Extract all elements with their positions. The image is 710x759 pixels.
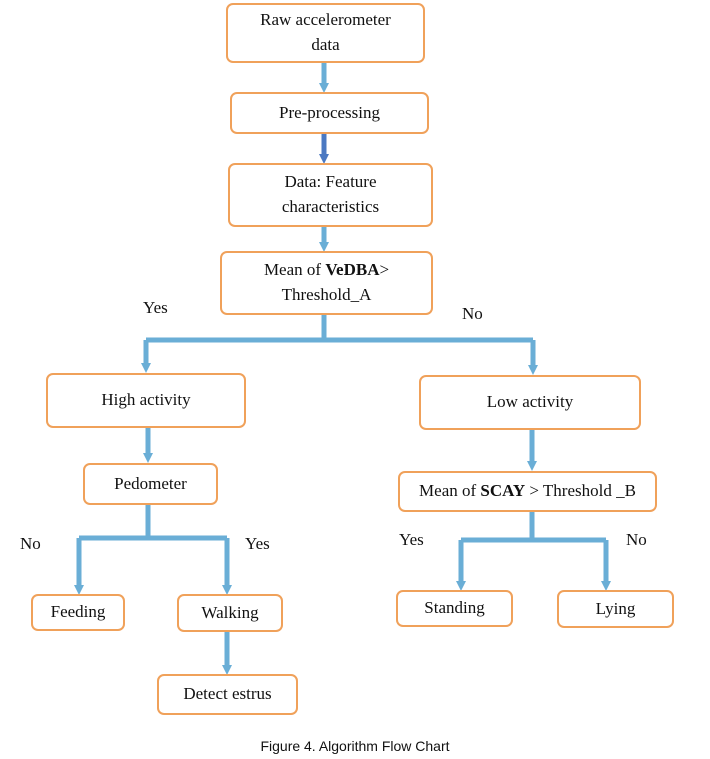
node-scay-threshold: Mean of SCAY > Threshold _B [398,471,657,512]
node-high-activity: High activity [46,373,246,428]
arrow-vedba-split [143,315,536,370]
edge-label-pedometer-yes: Yes [245,534,270,553]
node-pre-processing: Pre-processing [230,92,429,134]
node-walking: Walking [177,594,283,632]
node-raw-data-line2: data [311,35,340,54]
edge-label-vedba-yes: Yes [143,298,168,317]
node-pre-processing-label: Pre-processing [278,102,381,122]
node-scay-text: Mean of SCAY > Threshold _B [419,479,636,504]
node-lying-label: Lying [595,598,636,618]
node-feeding-label: Feeding [50,602,106,622]
node-walking-label: Walking [201,602,259,622]
node-detect-estrus: Detect estrus [157,674,298,715]
node-vedba-threshold: Mean of VeDBA> Threshold_A [220,251,433,315]
node-vedba-bold: VeDBA [325,260,380,280]
node-scay-prefix: Mean of [419,481,481,501]
node-vedba-line2: Threshold_A [281,285,372,304]
arrow-pedometer-split [79,505,227,541]
node-feature-characteristics: Data: Feature characteristics [228,163,433,227]
edge-label-scay-yes: Yes [399,530,424,549]
node-pedometer: Pedometer [83,463,218,505]
node-feature-line2: characteristics [281,197,380,216]
node-vedba-line1: Mean of VeDBA> [264,258,389,283]
edge-label-scay-no: No [626,530,647,549]
node-pedometer-label: Pedometer [114,473,187,493]
node-raw-data: Raw accelerometer data [226,3,425,63]
node-scay-bold: SCAY [480,481,526,501]
node-scay-suffix: > Threshold _B [525,481,636,501]
node-low-activity-label: Low activity [486,392,574,412]
node-feature-line1: Data: Feature [284,172,377,192]
edge-label-vedba-no: No [462,304,483,323]
arrow-scay-split [461,512,606,543]
node-high-activity-label: High activity [101,390,191,410]
node-low-activity: Low activity [419,375,641,430]
node-raw-data-line1: Raw accelerometer [260,10,391,30]
node-vedba-prefix: Mean of [263,260,326,280]
node-standing: Standing [396,590,513,627]
node-vedba-suffix: > [379,260,390,280]
node-detect-estrus-label: Detect estrus [183,684,272,704]
node-standing-label: Standing [424,598,485,618]
figure-caption: Figure 4. Algorithm Flow Chart [260,738,450,754]
edge-label-pedometer-no: No [20,534,41,553]
node-feeding: Feeding [31,594,125,631]
node-lying: Lying [557,590,674,628]
